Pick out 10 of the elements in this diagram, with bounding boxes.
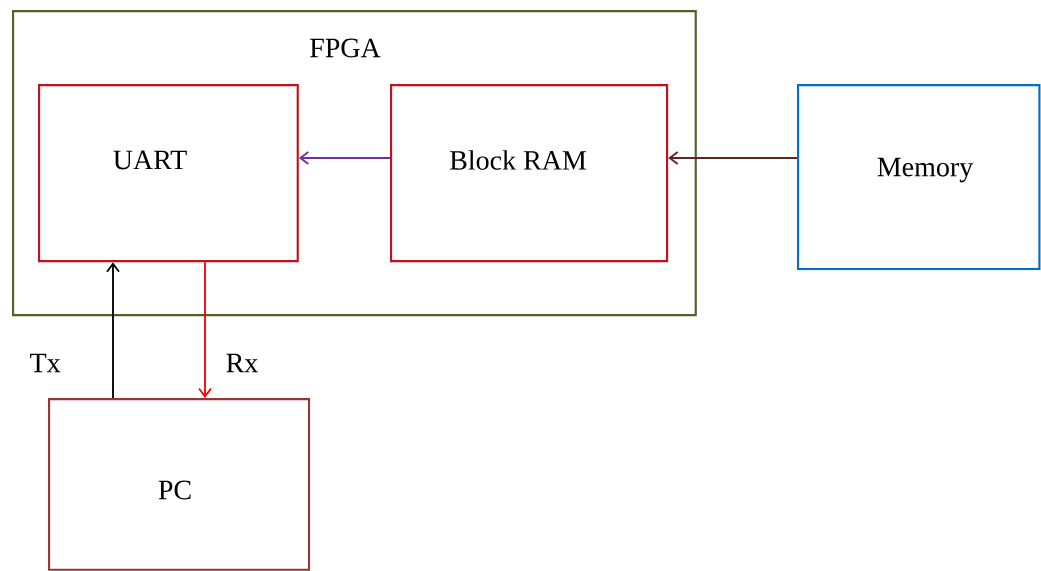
edge-label: Tx [30, 353, 61, 373]
block-box: Block RAM [390, 84, 669, 263]
arrow [668, 151, 798, 165]
edge-label: Rx [226, 353, 258, 373]
arrow [106, 262, 120, 399]
block-box: Memory [797, 84, 1041, 271]
block-box: PC [48, 398, 311, 571]
arrow [198, 261, 212, 398]
block-box: UART [38, 84, 299, 263]
arrow [298, 151, 391, 165]
